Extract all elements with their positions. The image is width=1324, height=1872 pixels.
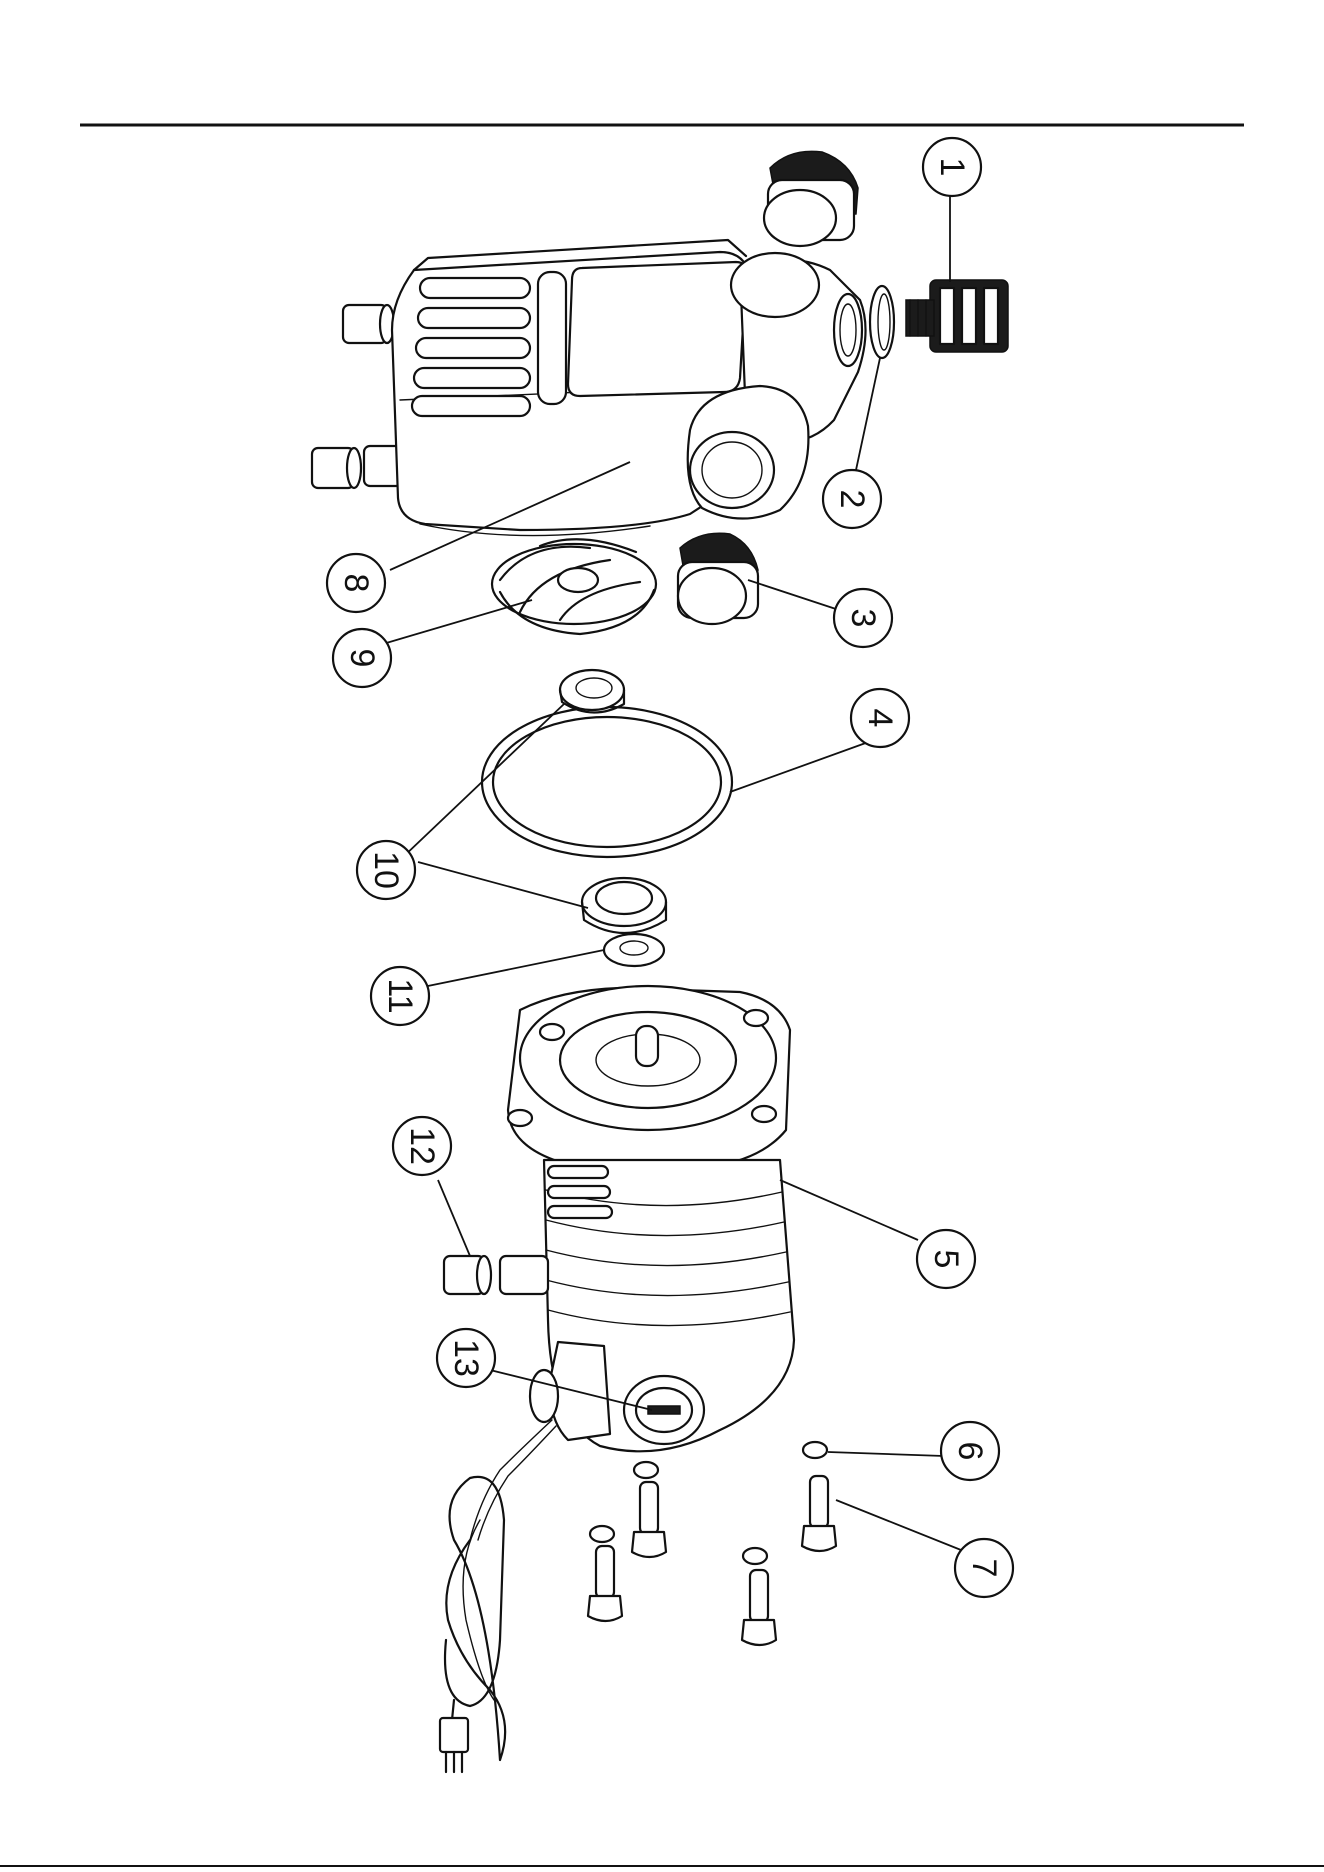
callout-3: 3	[834, 589, 892, 647]
part-4-large-o-ring	[482, 707, 732, 857]
callout-5-label: 5	[927, 1250, 965, 1269]
part-8-pump-housing	[312, 240, 866, 536]
callout-2: 2	[823, 470, 881, 528]
callout-6-label: 6	[951, 1442, 989, 1461]
callout-5: 5	[917, 1230, 975, 1288]
part-1-drain-cap	[906, 280, 1008, 352]
part-2-o-ring	[870, 286, 894, 358]
callout-7: 7	[955, 1539, 1013, 1597]
callout-7-label: 7	[965, 1559, 1003, 1578]
housing-fitting-bottom	[312, 446, 402, 488]
part-3-threaded-adapter	[678, 533, 758, 624]
part-11-washer	[604, 934, 664, 966]
upper-union-fitting	[764, 151, 858, 246]
callout-11: 11	[371, 967, 429, 1025]
callout-12-label: 12	[403, 1127, 441, 1165]
callout-2-label: 2	[833, 490, 871, 509]
callout-3-label: 3	[844, 609, 882, 628]
callout-12: 12	[393, 1117, 451, 1175]
callout-13-label: 13	[447, 1339, 485, 1377]
callout-4-label: 4	[861, 709, 899, 728]
part-5-motor-body	[508, 986, 794, 1451]
callout-9: 9	[333, 629, 391, 687]
callout-4: 4	[851, 689, 909, 747]
bolt-1	[802, 1476, 836, 1551]
callout-8: 8	[327, 554, 385, 612]
housing-fitting-top	[343, 305, 394, 343]
bolt-4	[742, 1570, 776, 1645]
callout-1: 1	[923, 138, 981, 196]
bolt-3	[588, 1546, 622, 1621]
part-7-bolts	[588, 1476, 836, 1645]
callout-10-label: 10	[367, 851, 405, 889]
part-12-motor-fittings	[444, 1256, 548, 1294]
bolt-2	[632, 1482, 666, 1557]
power-cord	[440, 1420, 556, 1772]
part-10-seal-lower	[582, 878, 666, 933]
part-9-impeller	[492, 539, 656, 634]
callout-8-label: 8	[337, 574, 375, 593]
callout-6: 6	[941, 1422, 999, 1480]
callout-10: 10	[357, 841, 415, 899]
callout-9-label: 9	[343, 649, 381, 668]
callout-13: 13	[437, 1329, 495, 1387]
callout-1-label: 1	[933, 158, 971, 177]
housing-inlet-boss	[688, 386, 809, 519]
part-6-washers	[590, 1442, 827, 1564]
callout-11-label: 11	[381, 978, 419, 1013]
